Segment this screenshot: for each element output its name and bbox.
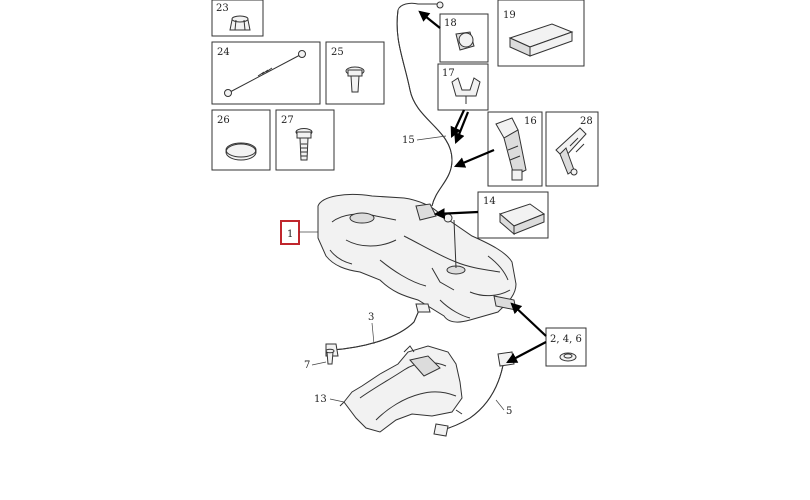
heat-shield — [339, 345, 463, 433]
part-box-18[interactable]: 18 — [439, 13, 489, 63]
part-number-13: 13 — [314, 394, 327, 405]
foam-pad-icon — [508, 23, 574, 57]
part-number-16: 16 — [524, 116, 537, 127]
part-box-28[interactable]: 28 — [545, 111, 599, 187]
callout-15: 15 — [402, 135, 447, 146]
part-number-24: 24 — [217, 47, 230, 58]
ground-strap-icon — [224, 50, 306, 97]
part-number-5: 5 — [506, 406, 512, 417]
part-box-14[interactable]: 14 — [477, 191, 549, 239]
callout-5: 5 — [495, 399, 512, 417]
part-number-27: 27 — [281, 115, 294, 126]
callout-7: 7 — [304, 360, 327, 371]
callout-3: 3 — [368, 312, 374, 345]
clip-connector-icon — [455, 31, 475, 51]
part-number-26: 26 — [217, 115, 230, 126]
part-number-14: 14 — [483, 196, 496, 207]
part-box-24[interactable]: 24 — [211, 41, 321, 105]
part-box-17[interactable]: 17 — [437, 63, 489, 111]
part-box-2-4-6[interactable]: 2, 4, 6 — [545, 327, 587, 367]
part-number-19: 19 — [503, 10, 516, 21]
cap-nut-icon — [229, 15, 251, 31]
pipe-holder-icon — [555, 127, 587, 176]
part-number-1: 1 — [287, 229, 293, 240]
plug-cap-icon — [225, 142, 257, 161]
part-number-17: 17 — [442, 68, 455, 79]
flange-bolt-icon — [295, 128, 313, 161]
part-number-28: 28 — [580, 116, 593, 127]
hose-clip-icon — [451, 77, 481, 104]
part-number-3: 3 — [368, 312, 374, 323]
part-number-18: 18 — [444, 18, 457, 29]
part-number-23: 23 — [216, 3, 229, 14]
filler-pipe — [396, 1, 453, 207]
part-box-16[interactable]: 16 — [487, 111, 543, 187]
bolt-7 — [325, 348, 335, 365]
part-box-1[interactable]: 1 — [280, 220, 318, 245]
part-number-25: 25 — [331, 47, 344, 58]
pointer-arrows — [418, 10, 547, 364]
part-box-25[interactable]: 25 — [325, 41, 385, 105]
part-box-19[interactable]: 19 — [497, 0, 585, 67]
part-number-15: 15 — [402, 135, 415, 146]
control-module-icon — [499, 203, 546, 236]
part-box-26[interactable]: 26 — [211, 109, 271, 171]
part-number-7: 7 — [304, 360, 310, 371]
callout-13: 13 — [314, 394, 345, 405]
fuel-tank — [317, 193, 517, 323]
sensor-bracket-icon — [495, 117, 527, 181]
grommet-icon — [559, 352, 577, 362]
strap-3 — [325, 303, 431, 357]
part-box-27[interactable]: 27 — [275, 109, 335, 171]
part-number-2-4-6: 2, 4, 6 — [550, 334, 582, 345]
part-box-23[interactable]: 23 — [211, 0, 264, 37]
bolt-icon — [345, 66, 365, 93]
